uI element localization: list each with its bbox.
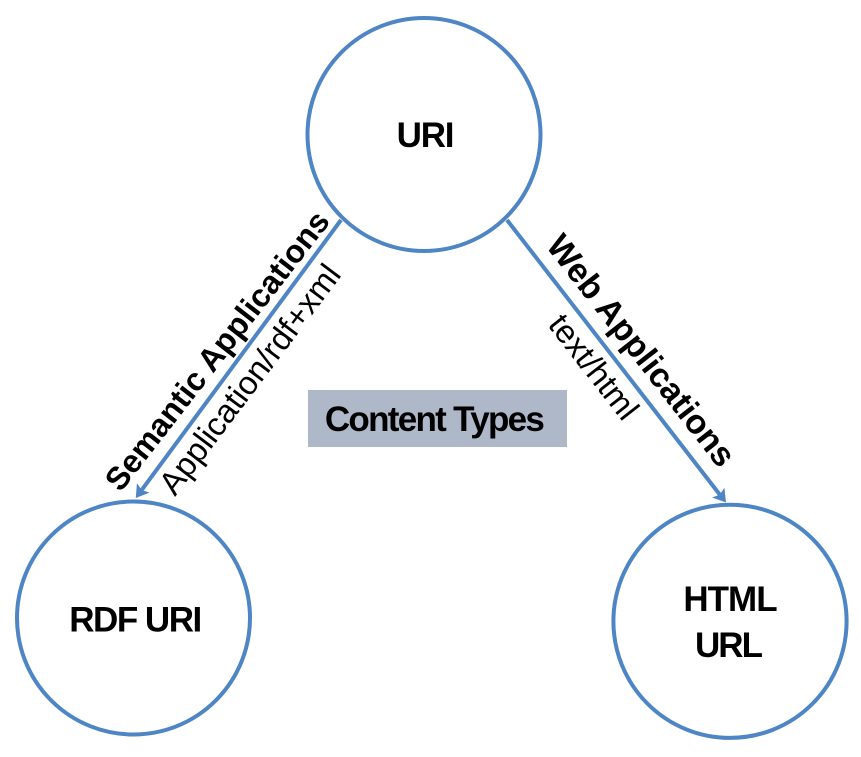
svg-text:RDF URI: RDF URI	[69, 601, 200, 640]
svg-text:URL: URL	[695, 626, 763, 665]
svg-text:URI: URI	[397, 116, 454, 155]
svg-text:HTML: HTML	[683, 580, 777, 619]
svg-text:Content Types: Content Types	[325, 400, 545, 439]
